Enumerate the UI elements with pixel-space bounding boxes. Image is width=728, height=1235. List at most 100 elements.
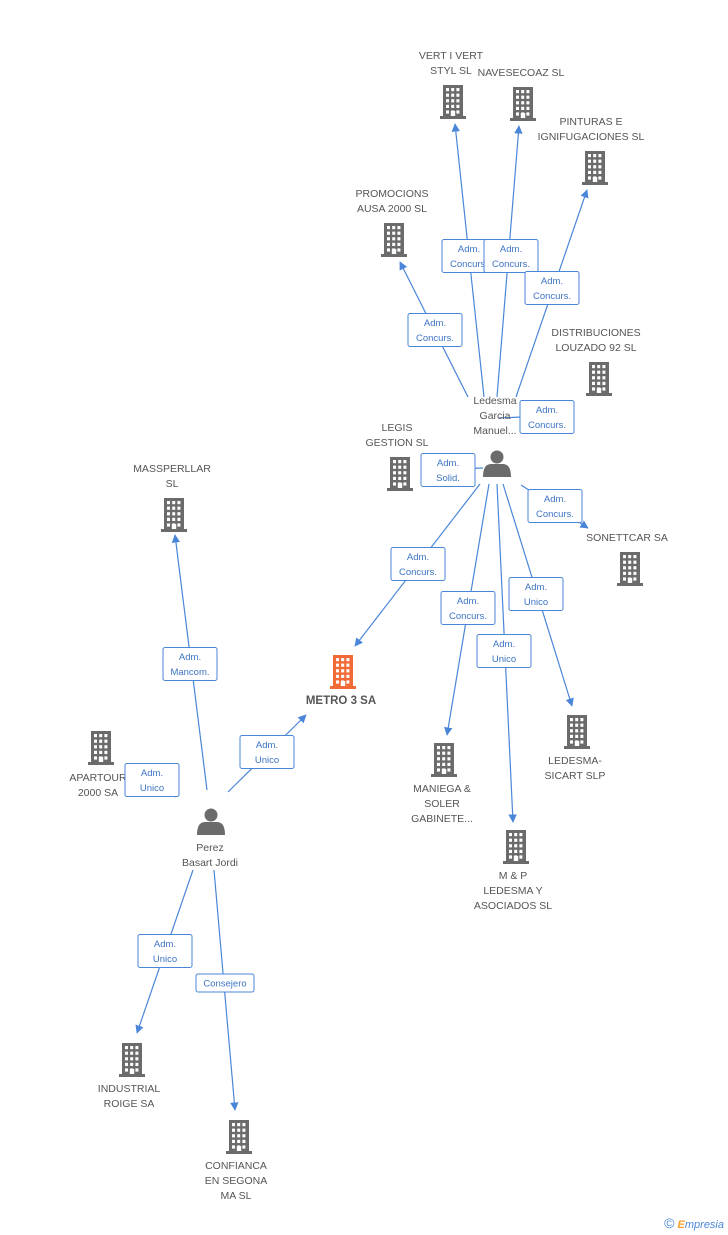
- node-label-maniega-0: MANIEGA &: [413, 783, 471, 795]
- node-label-legis-0: LEGIS: [382, 422, 413, 434]
- node-vertivert[interactable]: VERT I VERT STYL SL: [419, 50, 484, 119]
- node-label-confianca-1: EN SEGONA: [205, 1175, 267, 1187]
- vertivert-building-icon: [440, 85, 466, 119]
- node-ledesma[interactable]: LedesmaGarciaManuel...: [473, 395, 517, 477]
- industrial-building-icon: [119, 1043, 145, 1077]
- badge-text-ledesma-legis-1: Solid.: [436, 473, 460, 484]
- badge-text-ledesma-maniega-1: Concurs.: [449, 611, 487, 622]
- badge-text-ledesma-metro3-0: Adm.: [407, 552, 429, 563]
- legis-building-icon: [387, 457, 413, 491]
- node-label-pinturas-1: IGNIFUGACIONES SL: [538, 131, 645, 143]
- badge-text-ledesma-ledesmasicart-0: Adm.: [525, 582, 547, 593]
- badge-perez-apartour[interactable]: Adm.Unico: [124, 763, 180, 797]
- massperllar-building-icon: [161, 498, 187, 532]
- badge-text-ledesma-pinturas-1: Concurs.: [533, 291, 571, 302]
- pinturas-building-icon: [582, 151, 608, 185]
- navesecoaz-building-icon: [510, 87, 536, 121]
- node-label-perez-0: Perez: [196, 842, 223, 854]
- node-label-maniega-1: SOLER: [424, 798, 460, 810]
- confianca-building-icon: [226, 1120, 252, 1154]
- node-label-massperllar-0: MASSPERLLAR: [133, 463, 211, 475]
- badge-text-perez-industrial-1: Unico: [153, 954, 177, 965]
- node-label-vertivert-0: VERT I VERT: [419, 50, 484, 62]
- node-navesecoaz[interactable]: NAVESECOAZ SL: [478, 67, 565, 121]
- badge-text-perez-industrial-0: Adm.: [154, 939, 176, 950]
- badge-perez-confianca[interactable]: Consejero: [195, 973, 255, 993]
- node-label-ledesma-2: Manuel...: [473, 425, 516, 437]
- node-label-confianca-0: CONFIANCA: [205, 1160, 267, 1172]
- distribuciones-building-icon: [586, 362, 612, 396]
- node-label-promocions-1: AUSA 2000 SL: [357, 203, 427, 215]
- node-label-navesecoaz-0: NAVESECOAZ SL: [478, 67, 565, 79]
- badge-ledesma-legis[interactable]: Adm.Solid.: [420, 453, 476, 487]
- node-label-maniega-2: GABINETE...: [411, 813, 473, 825]
- node-label-sonettcar-0: SONETTCAR SA: [586, 532, 668, 544]
- promocions-building-icon: [381, 223, 407, 257]
- badge-perez-metro3[interactable]: Adm. Unico: [239, 735, 295, 769]
- node-label-industrial-1: ROIGE SA: [104, 1098, 155, 1110]
- apartour-building-icon: [88, 731, 114, 765]
- brand-initial: E: [677, 1219, 685, 1231]
- perez-person-icon: [197, 808, 225, 835]
- badge-ledesma-pinturas[interactable]: Adm. Concurs.: [524, 271, 580, 305]
- footer-brand: © Empresia: [664, 1215, 724, 1231]
- node-label-vertivert-1: STYL SL: [430, 65, 472, 77]
- badge-perez-massperllar[interactable]: Adm. Mancom.: [162, 647, 218, 681]
- node-label-ledesma-1: Garcia: [480, 410, 511, 422]
- badge-text-ledesma-pinturas-0: Adm.: [541, 276, 563, 287]
- badge-text-ledesma-sonettcar-0: Adm.: [544, 494, 566, 505]
- badge-perez-industrial[interactable]: Adm. Unico: [137, 934, 193, 968]
- badge-text-ledesma-metro3-1: Concurs.: [399, 567, 437, 578]
- ledesma-person-icon: [483, 450, 511, 477]
- badge-text-ledesma-ledesmasicart-1: Unico: [524, 597, 548, 608]
- node-label-mp-0: M & P: [499, 870, 528, 882]
- badge-text-perez-massperllar-1: Mancom.: [170, 667, 209, 678]
- badge-ledesma-ledesmasicart[interactable]: Adm. Unico: [508, 577, 564, 611]
- badge-ledesma-distribuciones[interactable]: Adm.Concurs.: [519, 400, 575, 434]
- mp-building-icon: [503, 830, 529, 864]
- node-label-ledesmasicart-0: LEDESMA-: [548, 755, 602, 767]
- badge-ledesma-mp[interactable]: Adm.Unico: [476, 634, 532, 668]
- metro3-building-icon: [330, 655, 356, 689]
- node-maniega[interactable]: MANIEGA & SOLER GABINETE...: [411, 743, 473, 825]
- badge-text-perez-metro3-1: Unico: [255, 755, 279, 766]
- badge-text-perez-apartour-0: Adm.: [141, 768, 163, 779]
- node-label-perez-1: Basart Jordi: [182, 857, 238, 869]
- badge-ledesma-maniega[interactable]: Adm. Concurs.: [440, 591, 496, 625]
- node-ledesmasicart[interactable]: LEDESMA- SICART SLP: [545, 715, 606, 782]
- badge-text-ledesma-navesecoaz-1: Concurs.: [492, 259, 530, 270]
- sonettcar-building-icon: [617, 552, 643, 586]
- badge-text-ledesma-promocions-1: Concurs.: [416, 333, 454, 344]
- badge-ledesma-navesecoaz[interactable]: Adm. Concurs.: [483, 239, 539, 273]
- node-label-metro3-0: METRO 3 SA: [306, 695, 376, 707]
- badge-ledesma-promocions[interactable]: Adm.Concurs.: [407, 313, 463, 347]
- badge-text-ledesma-navesecoaz-0: Adm.: [500, 244, 522, 255]
- node-label-mp-1: LEDESMA Y: [483, 885, 542, 897]
- node-industrial[interactable]: INDUSTRIAL ROIGE SA: [98, 1043, 161, 1110]
- node-label-ledesmasicart-1: SICART SLP: [545, 770, 606, 782]
- badge-text-ledesma-distribuciones-1: Concurs.: [528, 420, 566, 431]
- badge-text-ledesma-maniega-0: Adm.: [457, 596, 479, 607]
- node-label-apartour-1: 2000 SA: [78, 787, 118, 799]
- badge-ledesma-metro3[interactable]: Adm. Concurs.: [390, 547, 446, 581]
- node-label-ledesma-0: Ledesma: [473, 395, 516, 407]
- node-sonettcar[interactable]: SONETTCAR SA: [586, 532, 668, 586]
- ledesmasicart-building-icon: [564, 715, 590, 749]
- badge-text-perez-massperllar-0: Adm.: [179, 652, 201, 663]
- node-metro3[interactable]: METRO 3 SA: [306, 655, 376, 707]
- badges-layer: Adm. Concurs. Adm. Concurs. Adm. Concurs. Adm.…: [124, 239, 583, 993]
- brand-name: mpresia: [684, 1219, 724, 1231]
- badge-ledesma-sonettcar[interactable]: Adm.Concurs.: [527, 489, 583, 523]
- node-label-industrial-0: INDUSTRIAL: [98, 1083, 161, 1095]
- badge-text-perez-metro3-0: Adm.: [256, 740, 278, 751]
